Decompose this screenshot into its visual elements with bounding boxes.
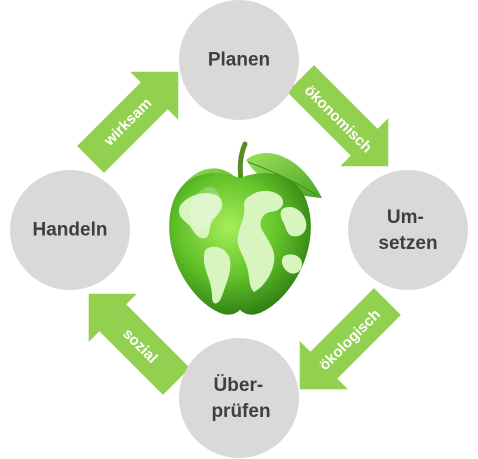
- node-ueberpruefen-line1: Über-: [214, 375, 264, 396]
- continent-asia: [280, 206, 307, 237]
- arrow-wirksam-shape: [77, 71, 179, 173]
- node-ueberpruefen-circle: [179, 338, 299, 458]
- node-handeln: Handeln: [10, 170, 130, 290]
- arrow-sozial: sozial: [88, 293, 190, 395]
- node-handeln-label: Handeln: [33, 220, 108, 241]
- continent-south-america: [204, 246, 231, 304]
- node-ueberpruefen-label: Über- prüfen: [211, 375, 270, 422]
- node-handeln-circle: [10, 170, 130, 290]
- arrow-oekonomisch-shape: [287, 65, 389, 167]
- globe-apple-icon: [169, 141, 322, 315]
- node-planen-label: Planen: [208, 50, 270, 71]
- node-ueberpruefen: Über- prüfen: [179, 338, 299, 458]
- node-umsetzen-label: Um- setzen: [378, 207, 437, 254]
- node-ueberpruefen-line2: prüfen: [211, 401, 270, 422]
- node-umsetzen: Um- setzen: [348, 170, 468, 290]
- node-umsetzen-line1: Um-: [387, 207, 424, 228]
- continent-europe-africa: [237, 190, 284, 292]
- arrow-oekologisch-shape: [299, 288, 401, 390]
- node-umsetzen-line2: setzen: [378, 233, 437, 254]
- node-planen: Planen: [179, 0, 299, 120]
- continent-australia: [281, 254, 302, 274]
- node-planen-circle: [179, 0, 299, 120]
- arrow-sozial-shape: [88, 293, 190, 395]
- node-umsetzen-circle: [348, 170, 468, 290]
- apple-highlight: [189, 186, 221, 230]
- apple-continents: [178, 190, 307, 304]
- continent-north-america: [178, 193, 223, 239]
